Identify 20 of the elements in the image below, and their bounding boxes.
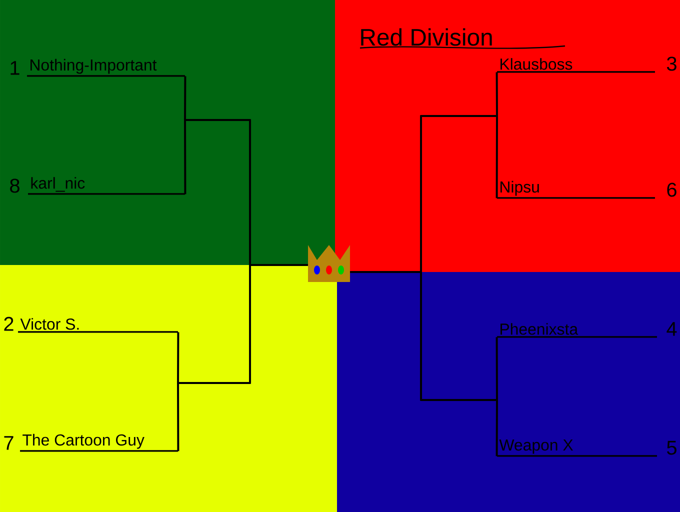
player-entry: Pheenixsta: [497, 323, 657, 338]
player-entry: Weapon X: [497, 440, 657, 457]
seed-number: 3: [666, 56, 676, 71]
seed-number: 1: [10, 61, 20, 75]
division-title: Red Division: [360, 28, 566, 49]
seed-number: 2: [4, 316, 14, 331]
player-entry: Victor S.: [18, 318, 178, 333]
seed-number: 5: [667, 440, 676, 455]
seed-number: 6: [667, 182, 676, 197]
crown-drawing: [308, 244, 350, 282]
seed-number: 8: [10, 178, 20, 193]
bracket-line: [350, 270, 498, 456]
player-entry: Nothing-Important: [27, 58, 185, 77]
bracket-line: [177, 264, 308, 452]
player-entry: Nipsu: [497, 180, 655, 199]
player-entry: Klausboss: [497, 58, 655, 73]
seed-number: 4: [666, 322, 677, 336]
player-entry: karl_nic: [28, 177, 185, 195]
player-entry: The Cartoon Guy: [20, 434, 178, 452]
seed-number: 7: [4, 436, 14, 450]
